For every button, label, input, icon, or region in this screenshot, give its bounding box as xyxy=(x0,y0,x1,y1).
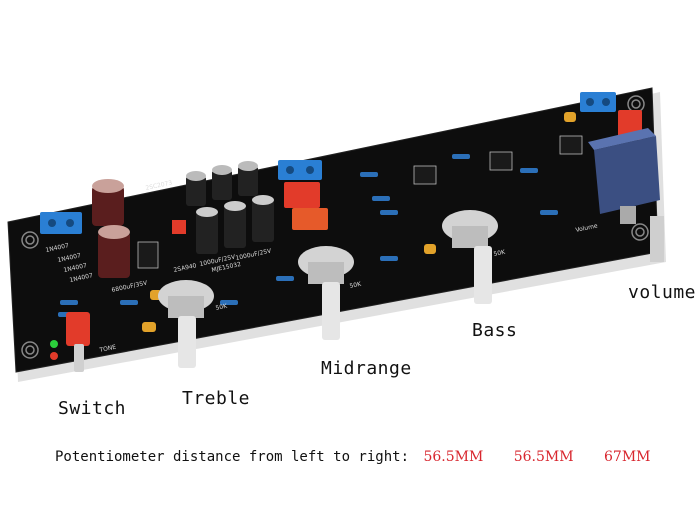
bass-label: Bass xyxy=(472,320,518,341)
midrange-potentiometer xyxy=(298,246,354,340)
terminal-block-right xyxy=(580,92,616,112)
silk-pot-code-1: 50K xyxy=(215,302,229,311)
distance-1: 56.5MM xyxy=(423,449,484,465)
silk-diode-4: 1N4007 xyxy=(69,272,94,284)
small-capacitors xyxy=(142,112,576,332)
silk-diode-2: 1N4007 xyxy=(57,252,82,264)
caption-text: Potentiometer distance from left to righ… xyxy=(55,449,410,465)
bass-potentiometer xyxy=(442,210,498,304)
silk-diode-1: 1N4007 xyxy=(45,242,70,254)
silk-pot-code-3: 50K xyxy=(493,248,507,257)
terminal-block-left xyxy=(40,212,82,234)
silk-diode-3: 1N4007 xyxy=(63,262,88,274)
volume-potentiometer xyxy=(588,128,664,262)
terminal-block-middle xyxy=(278,160,322,180)
switch-label: Switch xyxy=(58,398,127,419)
mounting-holes xyxy=(21,95,649,359)
silk-tone: TONE xyxy=(98,344,117,355)
treble-label: Treble xyxy=(182,388,251,409)
silk-transistor-2: 2SA940 xyxy=(173,262,197,274)
silk-volume: Volume xyxy=(575,222,599,234)
midrange-label: Midrange xyxy=(321,358,412,379)
resistors xyxy=(58,154,558,317)
silk-pot-code-2: 50K xyxy=(349,280,363,289)
distance-caption: Potentiometer distance from left to righ… xyxy=(55,449,651,465)
toggle-switch xyxy=(50,312,90,372)
distance-3: 67MM xyxy=(604,449,651,465)
treble-potentiometer xyxy=(158,280,214,368)
volume-label: volume xyxy=(628,282,697,303)
electrolytic-capacitors xyxy=(92,161,274,278)
circuit-board-photo: TONE Volume 50K 50K 50K MJE15032 2SA940 … xyxy=(7,87,666,382)
ic-chips xyxy=(137,135,583,269)
distance-2: 56.5MM xyxy=(513,449,574,465)
